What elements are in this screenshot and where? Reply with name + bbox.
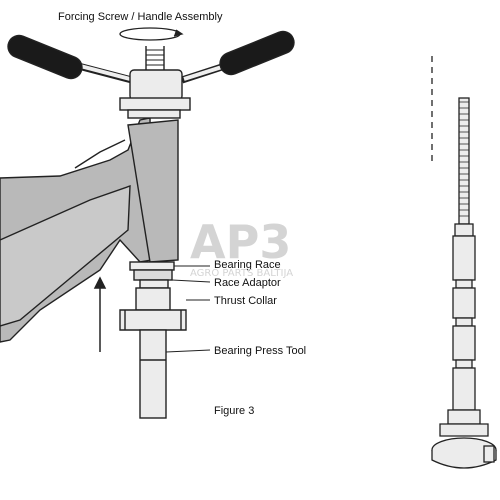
forcing-screw-head	[129, 69, 183, 101]
left-handle-grip	[7, 34, 83, 80]
rotation-arrow-icon	[119, 27, 184, 41]
label-forcing-screw: Forcing Screw / Handle Assembly	[58, 11, 223, 23]
handle-assembly	[7, 30, 295, 119]
watermark-logo: AP3	[190, 215, 291, 269]
label-bearing-press-tool: Bearing Press Tool	[214, 345, 306, 357]
bearing-race-part	[129, 261, 175, 271]
watermark: AP3 AGRO PARTS BALTIJA	[190, 215, 293, 279]
frame-body	[0, 117, 179, 343]
exploded-tool	[431, 56, 497, 469]
right-handle-grip	[219, 30, 295, 76]
label-race-adaptor: Race Adaptor	[214, 277, 281, 289]
bearing-press-tool-part	[139, 329, 167, 419]
watermark-tagline: AGRO PARTS BALTIJA	[190, 268, 293, 279]
label-figure: Figure 3	[214, 405, 254, 417]
push-arrow-icon	[93, 276, 107, 352]
race-adaptor-part	[133, 269, 173, 281]
label-bearing-race: Bearing Race	[214, 259, 281, 271]
label-thrust-collar: Thrust Collar	[214, 295, 277, 307]
leader-lines	[165, 265, 211, 353]
press-stack	[119, 261, 187, 419]
thrust-collar-part	[135, 287, 171, 311]
